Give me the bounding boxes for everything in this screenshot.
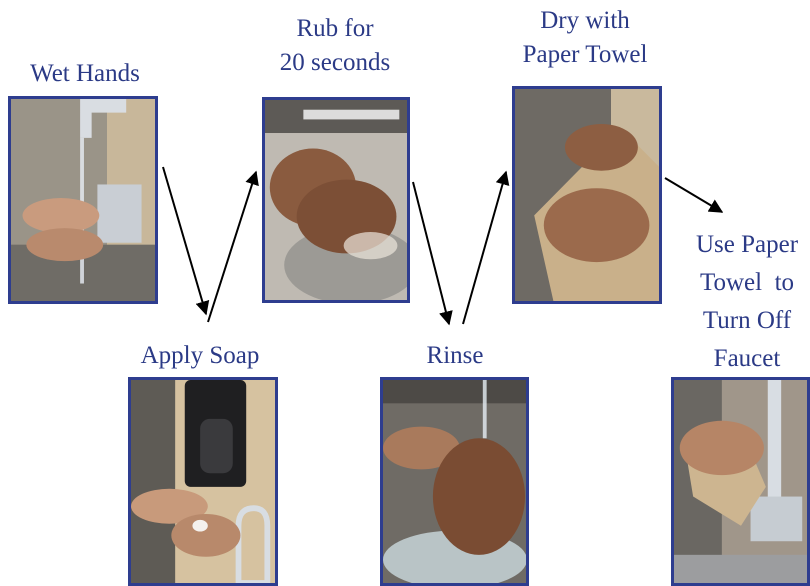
label-turn-off: Use Paper Towel to Turn Off Faucet (684, 226, 810, 378)
label-turn-off-line1: Use Paper (684, 226, 810, 264)
label-rub: Rub for 20 seconds (258, 12, 412, 80)
arrow-soap-to-rub (208, 172, 256, 322)
photo-turn-off (671, 377, 810, 586)
photo-dry (512, 86, 662, 304)
arrow-dry-to-turn-off (665, 178, 722, 212)
label-rub-line2: 20 seconds (258, 46, 412, 80)
photo-rub (262, 97, 410, 303)
label-dry-line2: Paper Towel (505, 38, 665, 72)
label-dry: Dry with Paper Towel (505, 4, 665, 72)
photo-apply-soap (128, 377, 278, 586)
arrow-wet-to-soap (163, 167, 206, 314)
label-turn-off-line2: Towel to (684, 264, 810, 302)
label-rinse: Rinse (410, 339, 500, 373)
label-apply-soap: Apply Soap (125, 339, 275, 373)
label-turn-off-line3: Turn Off (684, 302, 810, 340)
arrow-rinse-to-dry (463, 172, 506, 324)
arrow-rub-to-rinse (413, 182, 449, 324)
label-rub-line1: Rub for (258, 12, 412, 46)
label-dry-line1: Dry with (505, 4, 665, 38)
label-wet-hands: Wet Hands (18, 57, 152, 91)
photo-wet-hands (8, 96, 158, 304)
label-turn-off-line4: Faucet (684, 340, 810, 378)
photo-rinse (380, 377, 529, 586)
